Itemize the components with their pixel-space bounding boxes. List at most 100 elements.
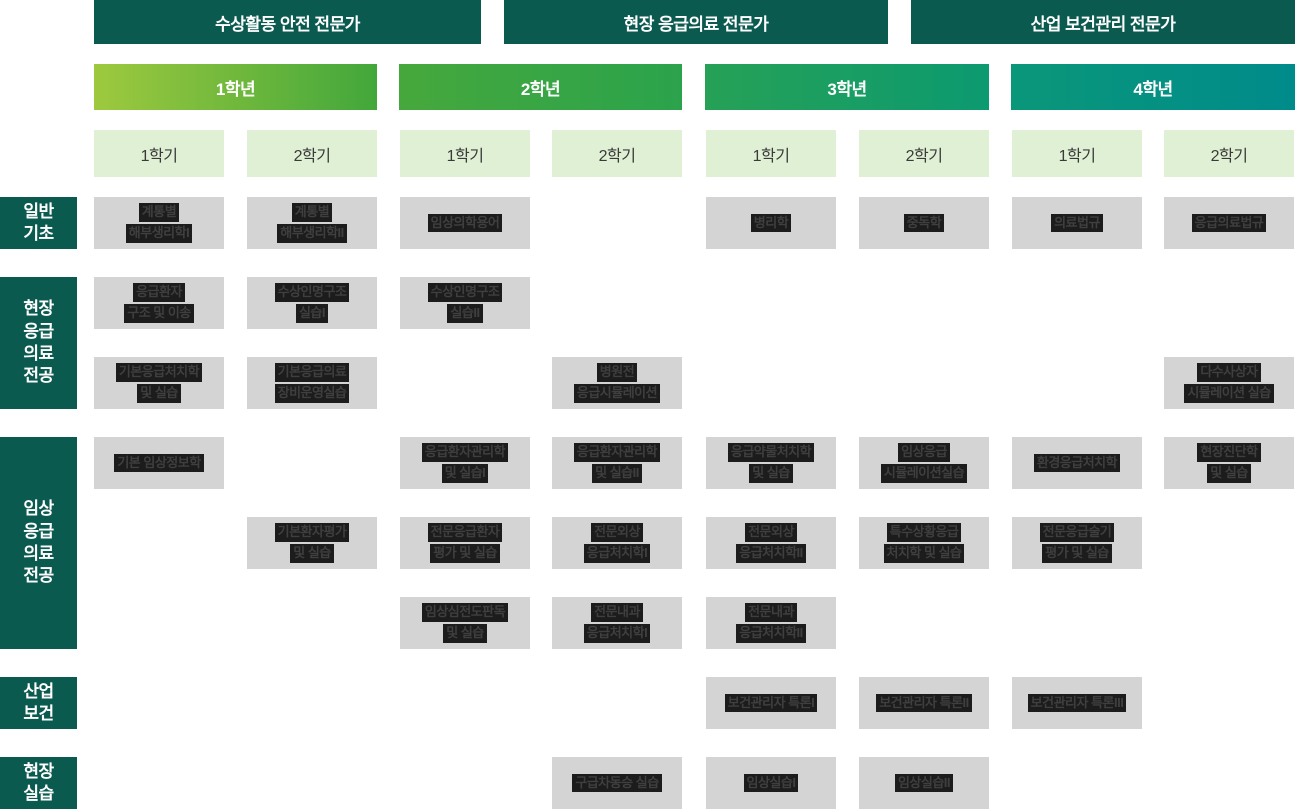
course-name-line: 병리학	[750, 213, 792, 233]
semester-header-5: 1학기	[706, 130, 836, 177]
course-name-line: 전문내과	[591, 603, 643, 622]
course-box: 병리학	[706, 197, 836, 249]
semester-header-label: 2학기	[598, 147, 636, 165]
course-name-line: 임상실습II	[894, 773, 954, 793]
course-name-line: 응급처치학II	[736, 544, 806, 563]
course-box: 임상실습I	[706, 757, 836, 809]
semester-header-label: 2학기	[905, 147, 943, 165]
course-name-line: 계통별	[291, 203, 333, 222]
course-name-line: 및 실습	[1207, 464, 1251, 483]
course-box: 응급의료법규	[1164, 197, 1294, 249]
year-banner-1: 1학년	[94, 64, 377, 110]
course-name-line: 수상인명구조	[274, 283, 350, 302]
course-name-line: 기본응급처치학	[115, 363, 203, 382]
year-banner-label: 2학년	[520, 79, 561, 99]
course-name-line: 실습II	[447, 304, 483, 323]
course-name-line: 다수사상자	[1197, 363, 1261, 382]
course-name-line: 응급처치학I	[583, 544, 651, 563]
category-label-line: 응급	[23, 521, 54, 541]
category-label-line: 현장	[23, 761, 54, 781]
course-name-line: 응급의료법규	[1191, 213, 1267, 233]
course-box: 기본 임상정보학	[94, 437, 224, 489]
course-name-line: 환경응급처치학	[1033, 453, 1121, 473]
category-label-line: 전공	[23, 566, 54, 586]
year-banner-label: 3학년	[827, 79, 867, 99]
course-name-line: 시뮬레이션실습	[880, 464, 968, 483]
course-name-line: 보건관리자 특론III	[1027, 693, 1127, 713]
course-name-line: 임상의학용어	[427, 213, 503, 233]
course-name-line: 임상실습I	[743, 773, 799, 793]
course-name-line: 기본 임상정보학	[114, 453, 204, 473]
course-name-line: 전문응급환자	[427, 523, 503, 542]
semester-header-label: 1학기	[1058, 147, 1096, 165]
course-name-line: 응급약물처치학	[727, 443, 815, 462]
course-name-line: 전문외상	[745, 523, 797, 542]
course-name-line: 및 실습I	[441, 464, 489, 483]
year-banner-label: 1학년	[215, 79, 256, 99]
course-name-line: 임상응급	[898, 443, 950, 462]
semester-header-label: 1학기	[752, 147, 790, 165]
course-name-line: 처치학 및 실습	[883, 544, 965, 563]
course-name-line: 현장진단학	[1197, 443, 1261, 462]
course-name-line: 및 실습	[749, 464, 793, 483]
course-name-line: 응급환자관리학	[573, 443, 661, 462]
semester-header-label: 2학기	[1210, 147, 1248, 165]
course-name-line: 기본환자평가	[274, 523, 350, 542]
course-name-line: 실습I	[295, 304, 329, 323]
semester-header-label: 2학기	[293, 147, 331, 165]
course-name-line: 응급환자관리학	[421, 443, 509, 462]
category-label-line: 실습	[23, 784, 54, 803]
course-name-line: 기본응급의료	[274, 363, 350, 382]
course-name-line: 응급처치학II	[736, 624, 806, 643]
course-box: 임상의학용어	[400, 197, 530, 249]
course-name-line: 시뮬레이션 실습	[1184, 384, 1274, 403]
semester-header-7: 1학기	[1012, 130, 1142, 177]
track-banner-field-emergency: 현장 응급의료 전문가	[504, 0, 888, 44]
course-name-line: 특수상황응급	[886, 523, 962, 542]
course-name-line: 병원전	[596, 363, 638, 382]
track-banner-industrial-health: 산업 보건관리 전문가	[911, 0, 1295, 44]
course-box: 보건관리자 특론I	[706, 677, 836, 729]
course-name-line: 중독학	[903, 213, 945, 233]
year-banner-3: 3학년	[705, 64, 989, 110]
track-banner-water-safety: 수상활동 안전 전문가	[94, 0, 481, 44]
year-banner-4: 4학년	[1011, 64, 1295, 110]
course-name-line: 구조 및 이송	[124, 304, 194, 323]
course-name-line: 응급환자	[133, 283, 185, 302]
course-name-line: 구급차동승 실습	[572, 773, 662, 793]
course-name-line: 전문응급술기	[1039, 523, 1115, 542]
course-name-line: 평가 및 실습	[1042, 544, 1112, 563]
semester-header-2: 2학기	[247, 130, 377, 177]
course-name-line: 및 실습II	[592, 464, 642, 483]
semester-header-6: 2학기	[859, 130, 989, 177]
course-name-line: 해부생리학I	[125, 224, 193, 243]
semester-header-4: 2학기	[552, 130, 682, 177]
course-name-line: 및 실습	[137, 384, 181, 403]
course-name-line: 전문내과	[745, 603, 797, 622]
category-label-line: 산업	[23, 681, 54, 701]
category-label-line: 기초	[23, 224, 54, 243]
semester-header-label: 1학기	[446, 147, 484, 165]
course-name-line: 응급처치학I	[583, 624, 651, 643]
semester-header-1: 1학기	[94, 130, 224, 177]
category-label-line: 의료	[23, 544, 54, 563]
course-name-line: 계통별	[138, 203, 180, 222]
track-banner-label: 현장 응급의료 전문가	[623, 14, 769, 34]
